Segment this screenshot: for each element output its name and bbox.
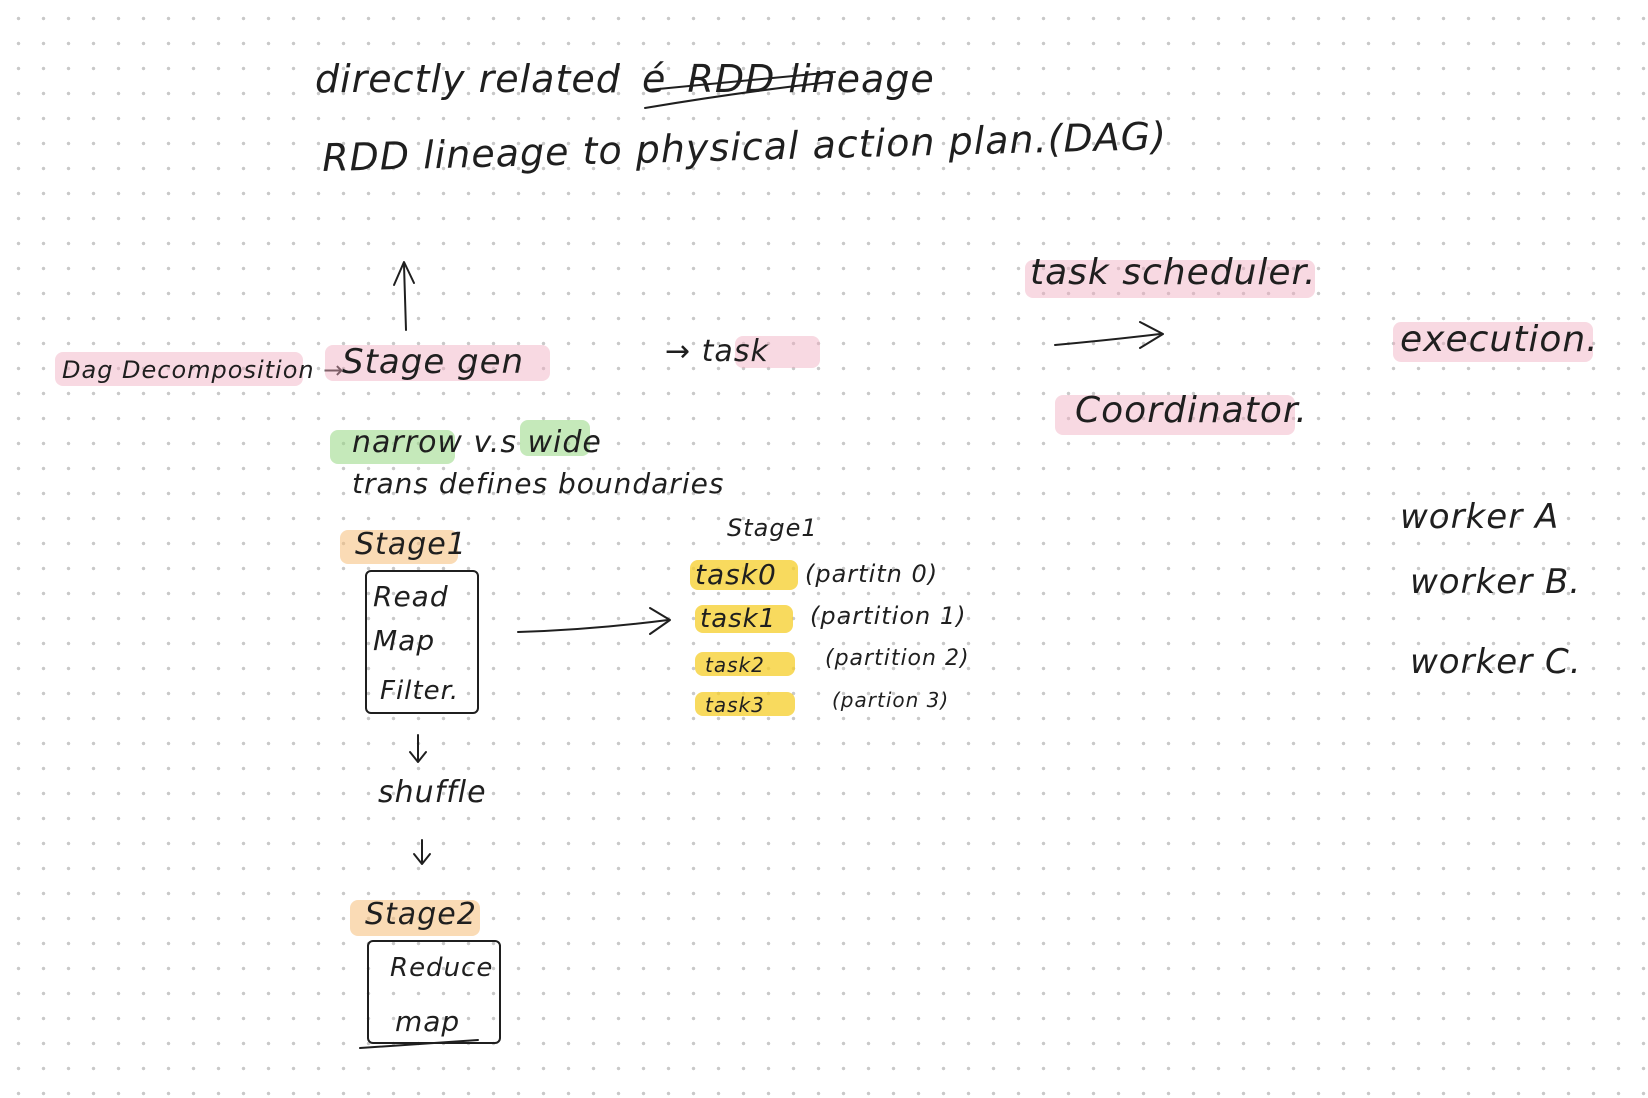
tasks-arrow-shaft — [517, 619, 669, 633]
task2-name: task2 — [705, 653, 765, 677]
worker-a-label: worker A — [1400, 497, 1560, 537]
task2-partition: (partition 2) — [825, 646, 970, 671]
task-label: → task — [665, 334, 769, 369]
task1-partition: (partition 1) — [810, 602, 967, 630]
stage-gen-highlight — [325, 345, 550, 381]
coordinator-highlight — [1055, 395, 1295, 435]
narrow-wide-note: narrow v.s wide — [352, 425, 602, 460]
wide-highlight — [520, 420, 590, 456]
dag-decomposition-label: Dag Decomposition → — [62, 356, 345, 384]
down-arrow-1 — [409, 734, 427, 763]
header-line1-symbol: é — [641, 57, 667, 101]
stage-gen-label: Stage gen — [342, 342, 525, 382]
up-arrow-shaft — [403, 264, 407, 331]
task0-highlight — [690, 560, 798, 590]
lineage-underline-2 — [644, 81, 831, 109]
task0-name: task0 — [695, 558, 777, 591]
header-line1-link: RDD lineage — [687, 57, 935, 101]
task-scheduler-label: task scheduler. — [1030, 252, 1317, 293]
scheduler-arrow-shaft — [1054, 333, 1161, 346]
header-line1-prefix: directly related — [315, 57, 621, 101]
stage2-op-map: map — [395, 1005, 461, 1038]
task1-name: task1 — [700, 604, 777, 634]
lineage-underline — [647, 71, 836, 91]
execution-label: execution. — [1400, 319, 1599, 360]
down-arrow-2 — [413, 839, 431, 865]
task1-highlight — [695, 605, 793, 633]
header-line-1: directly related é RDD lineage — [315, 60, 935, 98]
tasks-arrow-head — [649, 607, 671, 635]
stage2-underline — [359, 1039, 479, 1049]
coordinator-label: Coordinator. — [1075, 390, 1308, 431]
stage2-highlight — [350, 900, 480, 936]
stage1-box — [365, 570, 479, 714]
boundaries-note: trans defines boundaries — [352, 467, 725, 500]
task0-partition: (partitn 0) — [805, 560, 939, 588]
task3-partition: (partion 3) — [832, 688, 950, 712]
up-arrow-head — [393, 261, 415, 286]
narrow-highlight — [330, 430, 455, 464]
stage1-op-read: Read — [373, 580, 449, 613]
stage1-title: Stage1 — [355, 527, 467, 562]
stage2-box — [367, 940, 501, 1044]
shuffle-label: shuffle — [378, 775, 487, 810]
tasks-stage-title: Stage1 — [727, 514, 818, 542]
stage1-op-filter: Filter. — [380, 676, 460, 706]
stage2-title: Stage2 — [365, 897, 477, 932]
stage2-op-reduce: Reduce — [390, 953, 494, 983]
scheduler-arrow-head — [1139, 321, 1164, 349]
task3-name: task3 — [705, 693, 765, 717]
stage1-highlight — [340, 530, 458, 564]
stage1-op-map: Map — [373, 624, 436, 657]
execution-highlight — [1393, 322, 1593, 362]
worker-b-label: worker B. — [1410, 562, 1582, 602]
task3-highlight — [695, 692, 795, 716]
worker-c-label: worker C. — [1410, 642, 1582, 682]
task-highlight — [735, 336, 820, 368]
scheduler-highlight — [1025, 260, 1315, 298]
dag-highlight — [55, 352, 303, 386]
task2-highlight — [695, 652, 795, 676]
